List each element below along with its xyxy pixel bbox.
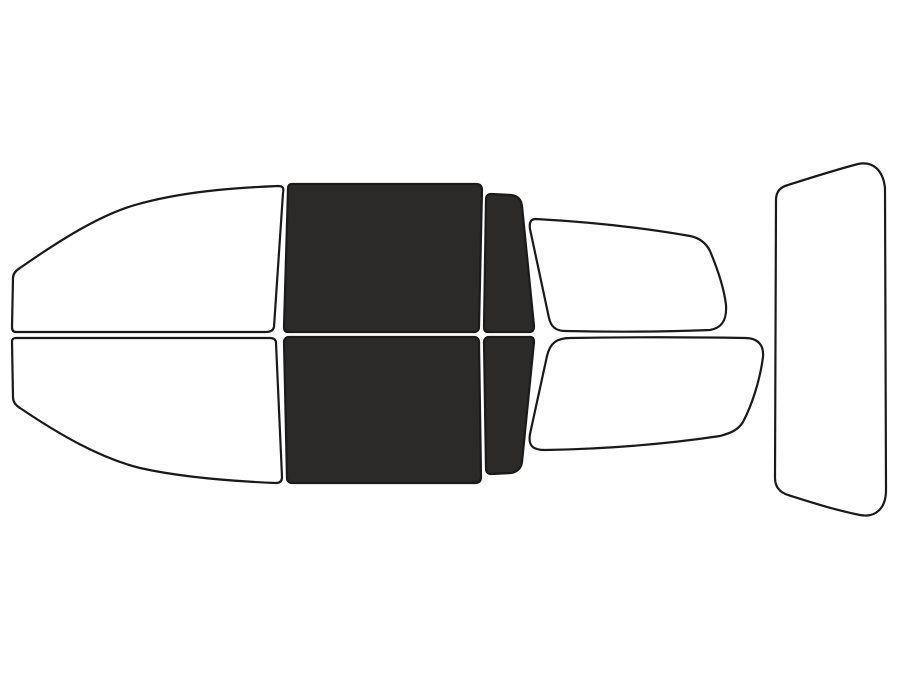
front-door-window-bottom[interactable] [282,335,483,485]
windshield-top-half[interactable] [10,184,285,334]
front-door-window-top[interactable] [282,182,484,334]
rear-windshield[interactable] [773,162,888,517]
rear-quarter-window-bottom[interactable] [528,336,765,452]
windshield-bottom-half[interactable] [10,336,284,485]
rear-quarter-window-top[interactable] [528,217,728,333]
rear-door-window-bottom[interactable] [482,335,536,476]
rear-door-window-top[interactable] [482,192,536,334]
